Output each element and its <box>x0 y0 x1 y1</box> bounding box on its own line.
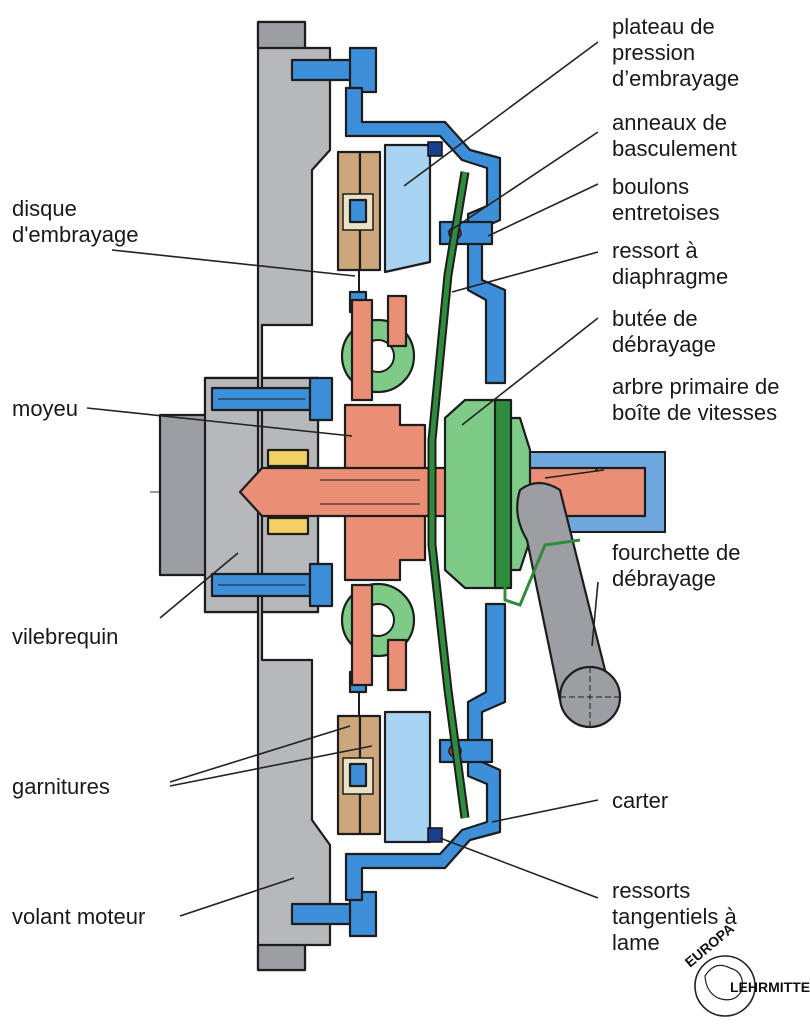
clutch-disc-bottom <box>336 690 382 836</box>
leader-lines <box>86 41 605 917</box>
clutch-disc-top <box>336 150 382 300</box>
label-linings: garnitures <box>12 774 110 799</box>
pressure-plate-top <box>383 143 432 274</box>
release-fork <box>516 481 622 729</box>
logo-bottom-text: LEHRMITTEL <box>730 979 810 995</box>
label-leaf-springs: ressorts tangentiels à lame <box>612 878 737 955</box>
flywheel-bolt-bottom <box>290 890 378 938</box>
leaf-spring-top <box>427 141 443 157</box>
flywheel <box>256 20 332 972</box>
pressure-plate-bottom <box>383 710 432 844</box>
flywheel-bolt-top <box>290 46 378 94</box>
label-pivot-rings: anneaux de basculement <box>612 110 737 161</box>
label-hub: moyeu <box>12 396 79 421</box>
label-crankshaft: vilebrequin <box>12 624 119 649</box>
pivot-ring-bottom <box>438 738 494 764</box>
crankshaft-bolt-bottom <box>210 562 334 608</box>
label-spacer-bolts: boulons entretoises <box>612 174 720 225</box>
label-pressure-plate: plateau de pression d’embrayage <box>612 14 740 91</box>
crankshaft-bolt-top <box>210 376 334 422</box>
label-cover: carter <box>612 788 669 813</box>
pilot-bearing-top <box>266 448 310 468</box>
label-diaphragm-spring: ressort à diaphragme <box>612 238 729 289</box>
label-flywheel: volant moteur <box>12 904 146 929</box>
pivot-ring-top <box>438 220 494 246</box>
leaf-spring-bottom <box>427 827 443 843</box>
label-release-fork: fourchette de débrayage <box>612 540 741 591</box>
label-clutch-disc: disque d'embrayage <box>12 196 139 247</box>
pilot-bearing-bottom <box>266 516 310 536</box>
release-bearing <box>443 398 532 590</box>
label-input-shaft: arbre primaire de boîte de vitesses <box>612 374 780 425</box>
label-release-bearing: butée de débrayage <box>612 306 716 357</box>
retaining-clip <box>503 538 581 607</box>
